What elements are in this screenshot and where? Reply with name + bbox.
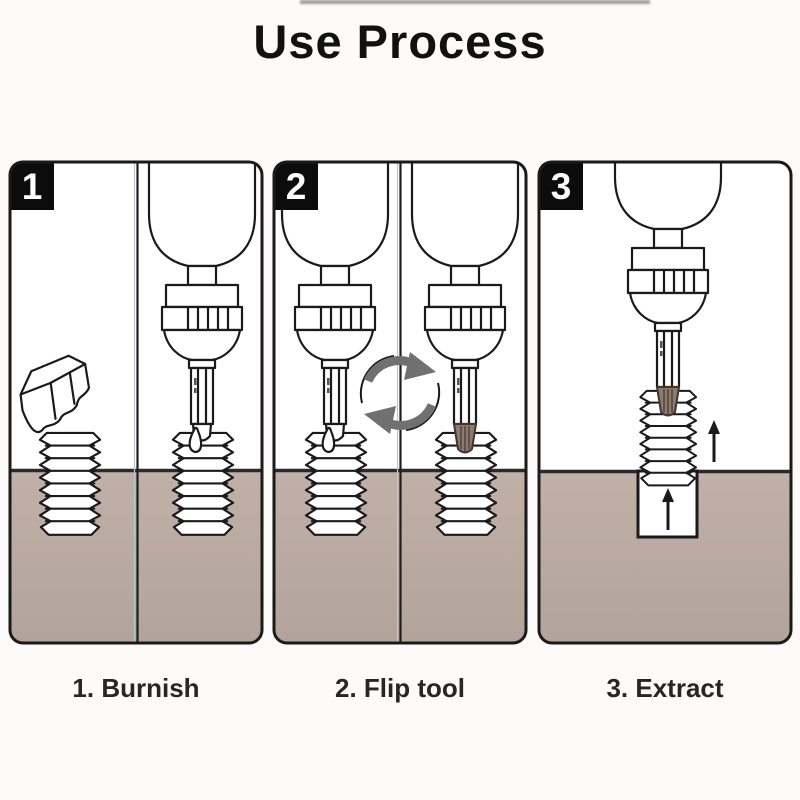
- page-title: Use Process: [253, 15, 547, 68]
- stuck-screw: [171, 431, 235, 536]
- step-badge: 1: [9, 161, 54, 210]
- step-caption-burnish: 1. Burnish: [72, 673, 200, 703]
- step-badge: 3: [538, 161, 583, 210]
- panel-border: [272, 160, 528, 645]
- step-number: 2: [286, 166, 307, 207]
- panel-step-2: 2: [272, 160, 528, 645]
- step-caption-flip-tool: 2. Flip tool: [335, 673, 465, 703]
- panel-border: [537, 160, 793, 645]
- stuck-screw: [38, 431, 102, 536]
- rotate-icon: [359, 352, 441, 434]
- stuck-screw: [304, 431, 368, 536]
- step-number: 3: [551, 166, 572, 207]
- step-badge: 2: [273, 161, 318, 210]
- scan-artifact: [300, 0, 650, 4]
- panel-border: [8, 160, 264, 645]
- panel-step-3: 3: [537, 160, 793, 645]
- panel-step-1: 1: [8, 160, 264, 645]
- step-number: 1: [22, 166, 43, 207]
- step-caption-extract: 3. Extract: [606, 673, 724, 703]
